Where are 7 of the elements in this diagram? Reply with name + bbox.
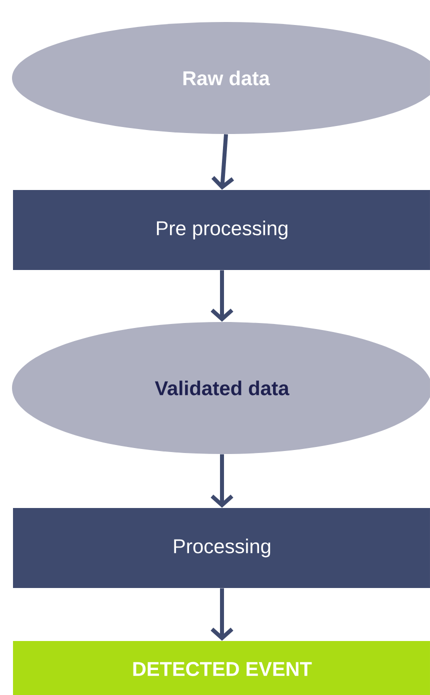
arrow: [210, 588, 234, 641]
process-box: Pre processing: [13, 190, 430, 270]
process-box: Processing: [13, 508, 430, 588]
arrow: [211, 134, 234, 190]
arrow: [210, 454, 234, 508]
result-box: DETECTED EVENT: [13, 641, 430, 695]
arrow: [210, 270, 234, 322]
